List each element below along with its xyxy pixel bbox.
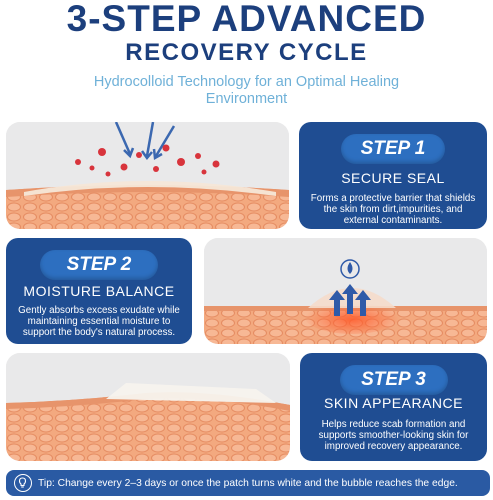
illustration-moisture-balance [204,238,487,344]
step-2-label: STEP 2 [66,254,132,275]
illustration-skin-appearance [6,353,290,461]
step-1-label: STEP 1 [360,138,426,159]
step-2-description: Gently absorbs excess exudate while main… [18,305,180,338]
illustration-secure-seal [6,122,289,229]
step-3-label: STEP 3 [361,369,426,390]
step-3-title: SKIN APPEARANCE [324,395,463,411]
step-1-description: Forms a protective barrier that shields … [310,193,476,226]
step-2-badge: STEP 2 [40,250,158,280]
step-1-card: STEP 1 SECURE SEAL Forms a protective ba… [299,122,487,229]
step-3-description: Helps reduce scab formation and supports… [318,419,469,452]
tip-text: Tip: Change every 2–3 days or once the p… [38,477,458,489]
arrow-down-icon [114,122,176,161]
arrow-up-icon [329,284,371,316]
main-title: 3-STEP ADVANCED [66,0,427,39]
step-2-title: MOISTURE BALANCE [23,283,175,299]
step-1-badge: STEP 1 [341,134,445,164]
step-3-badge: STEP 3 [339,365,448,395]
lightbulb-icon [14,474,32,492]
step-1-title: SECURE SEAL [341,170,445,186]
step-2-card: STEP 2 MOISTURE BALANCE Gently absorbs e… [6,238,192,344]
tagline: Hydrocolloid Technology for an Optimal H… [93,74,400,107]
step-3-card: STEP 3 SKIN APPEARANCE Helps reduce scab… [300,353,487,461]
water-droplet-icon [340,259,360,279]
tip-banner: Tip: Change every 2–3 days or once the p… [6,470,490,496]
main-subtitle-heading: RECOVERY CYCLE [125,39,368,66]
